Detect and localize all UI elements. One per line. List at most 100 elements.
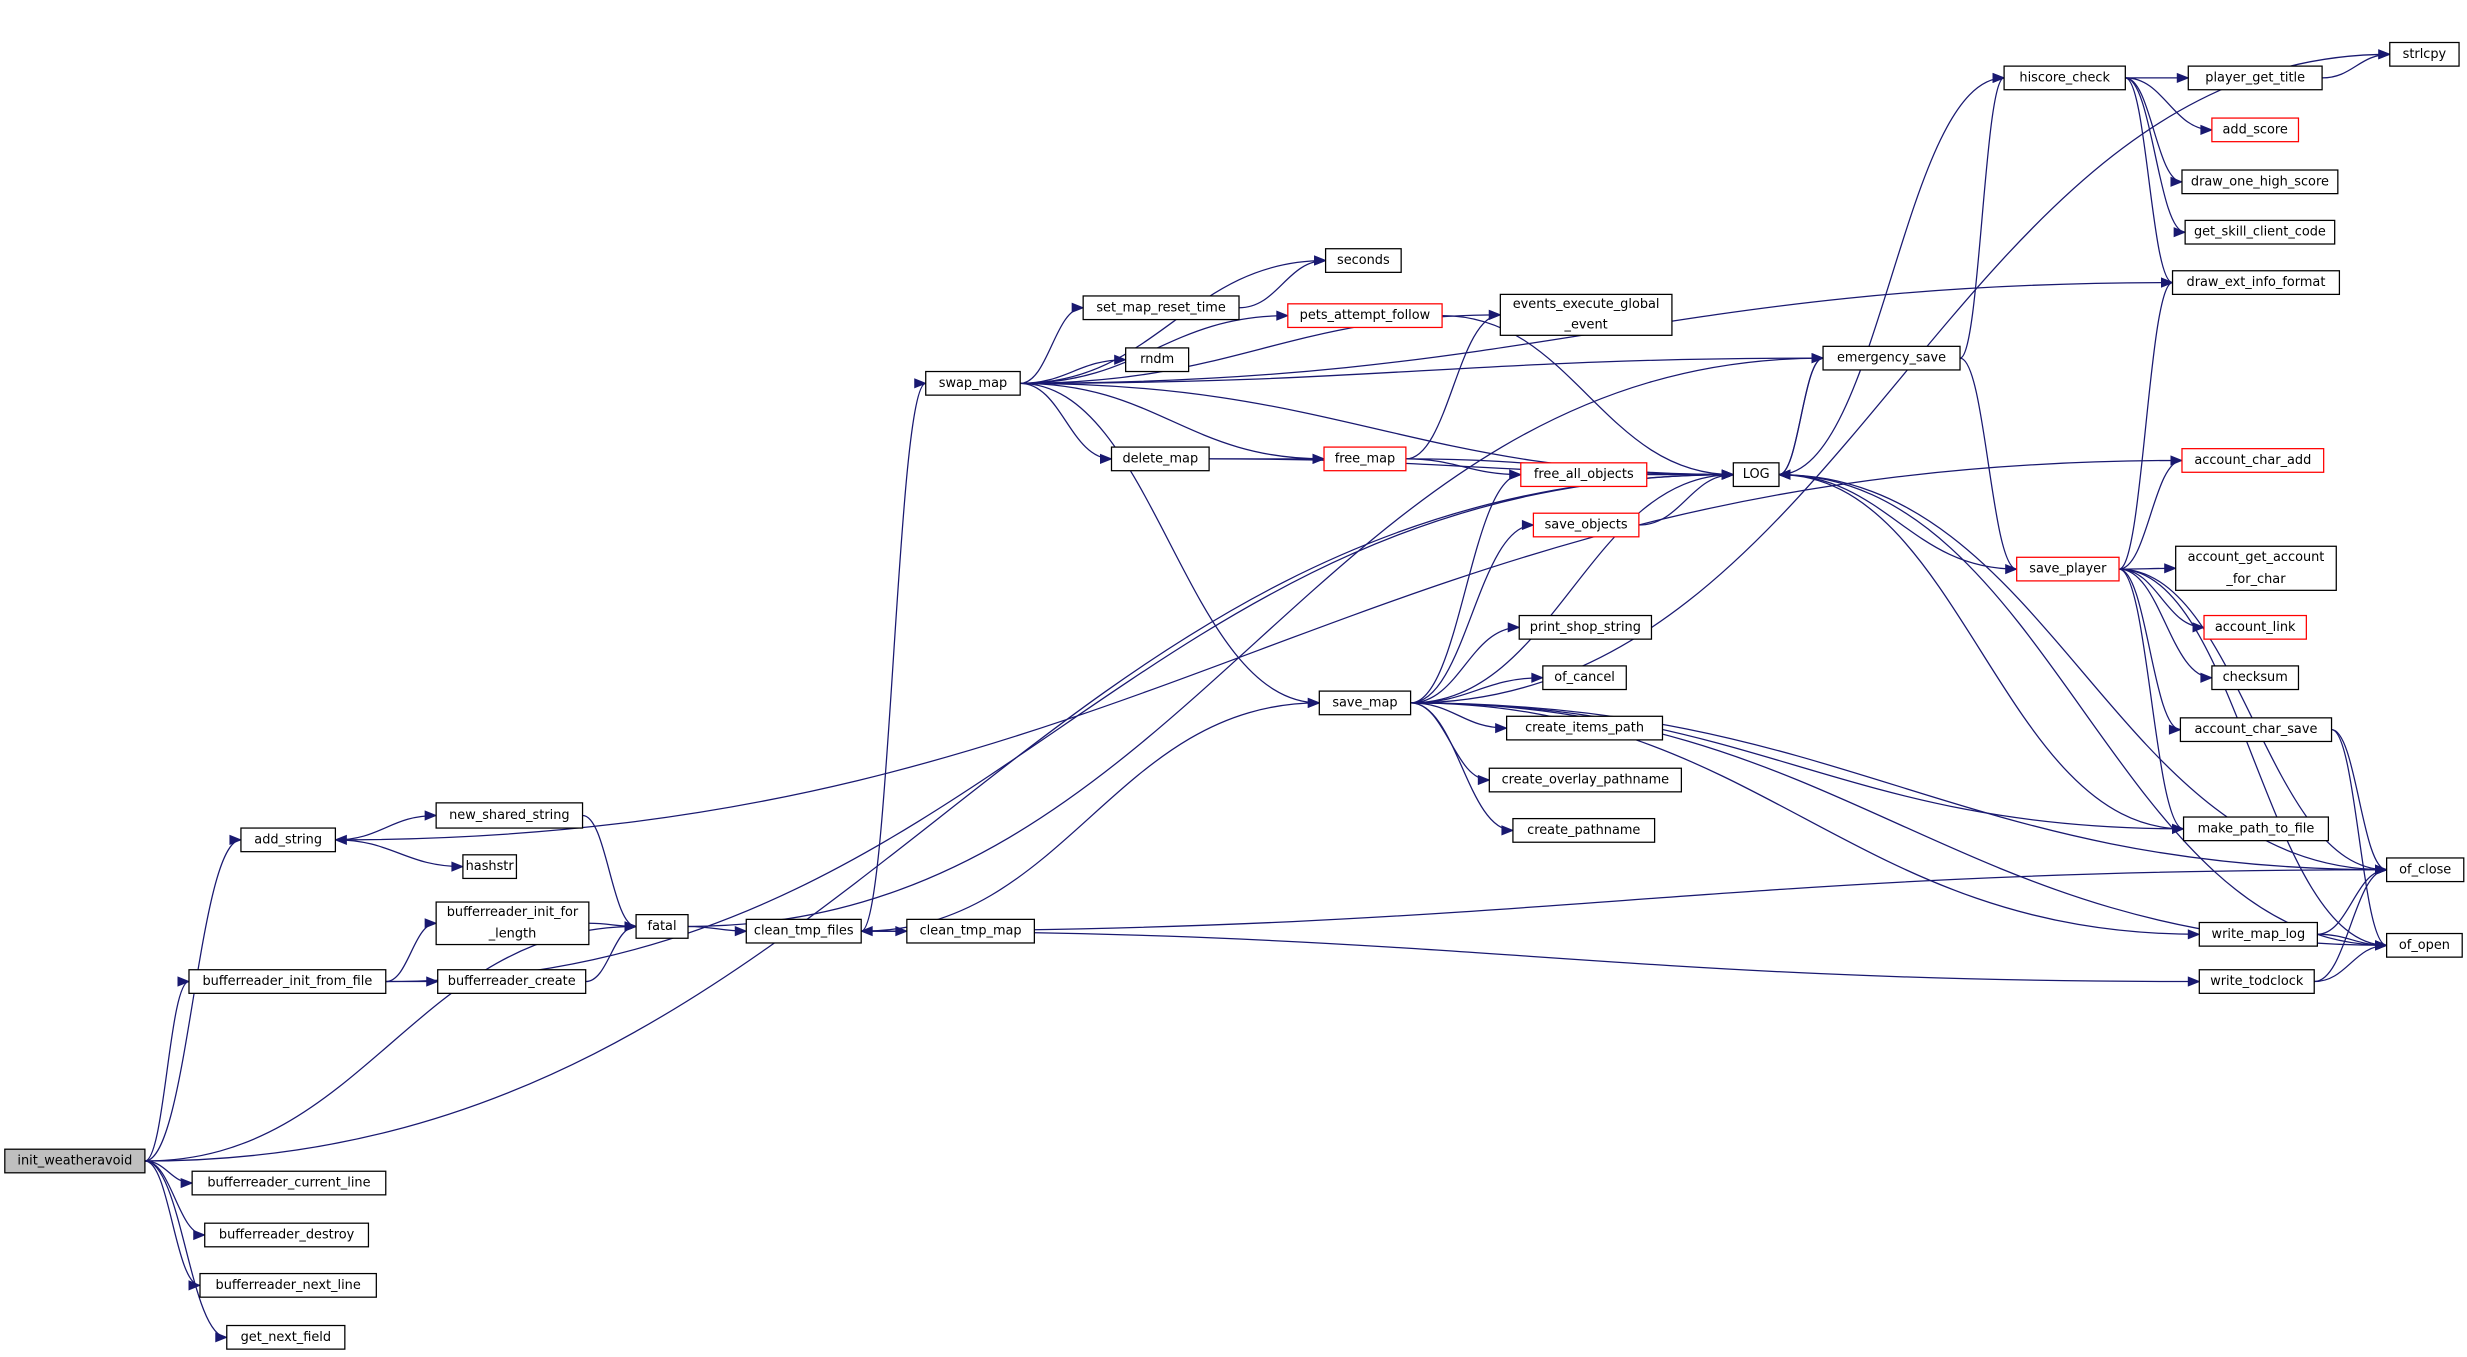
node-of-close[interactable]: of_close	[2386, 857, 2465, 883]
node-delete-map[interactable]: delete_map	[1110, 446, 1210, 472]
node-label[interactable]: free_map	[1335, 451, 1396, 466]
node-add-score[interactable]: add_score	[2211, 117, 2300, 143]
node-label[interactable]: new_shared_string	[449, 808, 569, 823]
node-box[interactable]	[1287, 303, 1443, 329]
node-box[interactable]	[1822, 345, 1961, 371]
node-box[interactable]	[2211, 665, 2300, 691]
node-label[interactable]: save_player	[2029, 562, 2107, 577]
node-label[interactable]: get_next_field	[241, 1330, 331, 1345]
node-create-overlay-pathname[interactable]: create_overlay_pathname	[1488, 767, 1683, 793]
node-save-objects[interactable]: save_objects	[1532, 512, 1640, 538]
node-write-todclock[interactable]: write_todclock	[2198, 969, 2315, 994]
node-free-map[interactable]: free_map	[1323, 446, 1407, 472]
node-label[interactable]: of_close	[2399, 862, 2451, 877]
node-clean-tmp-files[interactable]: clean_tmp_files	[745, 918, 862, 944]
node-box[interactable]	[1488, 767, 1683, 793]
node-label[interactable]: bufferreader_init_for	[447, 905, 579, 920]
node-bufferreader-init-for-length[interactable]: bufferreader_init_for _length	[435, 901, 590, 946]
node-label[interactable]: draw_ext_info_format	[2187, 275, 2326, 290]
node-box[interactable]	[2389, 41, 2460, 67]
node-hashstr[interactable]: hashstr	[462, 854, 518, 880]
node-label[interactable]: player_get_title	[2205, 70, 2305, 85]
node-label[interactable]: bufferreader_current_line	[207, 1176, 370, 1191]
node-get-skill-client-code[interactable]: get_skill_client_code	[2184, 219, 2336, 245]
node-box[interactable]	[191, 1170, 387, 1196]
node-label[interactable]: LOG	[1743, 467, 1770, 482]
node-box[interactable]	[2181, 448, 2325, 473]
node-account-link[interactable]: account_link	[2203, 614, 2307, 640]
node-box[interactable]	[240, 827, 337, 853]
node-label[interactable]: of_cancel	[1554, 670, 1615, 685]
node-box[interactable]	[1499, 293, 1673, 336]
node-box[interactable]	[1520, 462, 1648, 488]
node-box[interactable]	[2179, 717, 2333, 743]
node-label[interactable]: clean_tmp_map	[920, 924, 1022, 939]
node-label[interactable]: add_score	[2223, 122, 2288, 137]
node-label[interactable]: create_overlay_pathname	[1502, 773, 1670, 788]
node-label[interactable]: account_link	[2215, 620, 2296, 635]
node-box[interactable]	[745, 918, 862, 944]
node-label[interactable]: delete_map	[1122, 451, 1198, 466]
node-box[interactable]	[925, 370, 1021, 396]
node-free-all-objects[interactable]: free_all_objects	[1520, 462, 1648, 488]
node-checksum[interactable]: checksum	[2211, 665, 2300, 691]
node-box[interactable]	[1323, 446, 1407, 472]
node-of-cancel[interactable]: of_cancel	[1542, 665, 1627, 691]
node-box[interactable]	[437, 969, 587, 994]
node-fatal[interactable]: fatal	[635, 914, 689, 939]
node-player-get-title[interactable]: player_get_title	[2187, 65, 2323, 91]
node-account-char-save[interactable]: account_char_save	[2179, 717, 2333, 743]
node-label[interactable]: print_shop_string	[1530, 620, 1641, 635]
node-label[interactable]: init_weatheravoid	[17, 1154, 132, 1169]
node-label[interactable]: make_path_to_file	[2198, 821, 2315, 836]
node-of-open[interactable]: of_open	[2386, 932, 2463, 958]
node-label[interactable]: account_get_account	[2188, 550, 2325, 565]
node-label[interactable]: hiscore_check	[2019, 70, 2110, 85]
node-label[interactable]: write_map_log	[2212, 927, 2306, 942]
node-box[interactable]	[2187, 65, 2323, 91]
node-label[interactable]: fatal	[648, 919, 677, 934]
node-strlcpy[interactable]: strlcpy	[2389, 41, 2460, 67]
node-bufferreader-next-line[interactable]: bufferreader_next_line	[199, 1272, 377, 1298]
node-box[interactable]	[462, 854, 518, 880]
node-add-string[interactable]: add_string	[240, 827, 337, 853]
node-seconds[interactable]: seconds	[1324, 248, 1402, 273]
node-box[interactable]	[1518, 614, 1653, 640]
node-box[interactable]	[1532, 512, 1640, 538]
node-bufferreader-current-line[interactable]: bufferreader_current_line	[191, 1170, 387, 1196]
node-label[interactable]: events_execute_global	[1513, 297, 1660, 312]
node-box[interactable]	[1512, 817, 1656, 843]
node-box[interactable]	[2386, 857, 2465, 883]
node-label[interactable]: seconds	[1337, 253, 1390, 268]
node-set-map-reset-time[interactable]: set_map_reset_time	[1082, 295, 1240, 321]
node-draw-ext-info-format[interactable]: draw_ext_info_format	[2171, 270, 2341, 296]
node-LOG[interactable]: LOG	[1732, 462, 1780, 488]
node-box[interactable]	[635, 914, 689, 939]
node-label[interactable]: bufferreader_init_from_file	[202, 974, 372, 989]
node-save-map[interactable]: save_map	[1318, 690, 1412, 716]
node-box[interactable]	[199, 1272, 377, 1298]
node-account-char-add[interactable]: account_char_add	[2181, 448, 2325, 473]
node-label[interactable]: add_string	[254, 832, 322, 847]
node-label[interactable]: checksum	[2223, 670, 2288, 685]
node-label[interactable]: hashstr	[466, 859, 515, 874]
node-box[interactable]	[4, 1148, 146, 1174]
node-write-map-log[interactable]: write_map_log	[2198, 921, 2318, 947]
node-box[interactable]	[2386, 932, 2463, 958]
node-box[interactable]	[2211, 117, 2300, 143]
node-make-path-to-file[interactable]: make_path_to_file	[2182, 816, 2330, 842]
node-box[interactable]	[1324, 248, 1402, 273]
node-box[interactable]	[2182, 816, 2330, 842]
node-box[interactable]	[2184, 219, 2336, 245]
node-box[interactable]	[1110, 446, 1210, 472]
node-label[interactable]: set_map_reset_time	[1096, 300, 1226, 315]
node-label[interactable]: draw_one_high_score	[2191, 174, 2329, 189]
node-box[interactable]	[2198, 921, 2318, 947]
node-label[interactable]: bufferreader_create	[448, 974, 576, 989]
node-label[interactable]: _length	[488, 926, 537, 941]
node-box[interactable]	[2175, 545, 2337, 591]
node-label[interactable]: strlcpy	[2403, 47, 2447, 62]
node-box[interactable]	[2198, 969, 2315, 994]
node-get-next-field[interactable]: get_next_field	[226, 1324, 346, 1350]
node-label[interactable]: write_todclock	[2210, 974, 2304, 989]
